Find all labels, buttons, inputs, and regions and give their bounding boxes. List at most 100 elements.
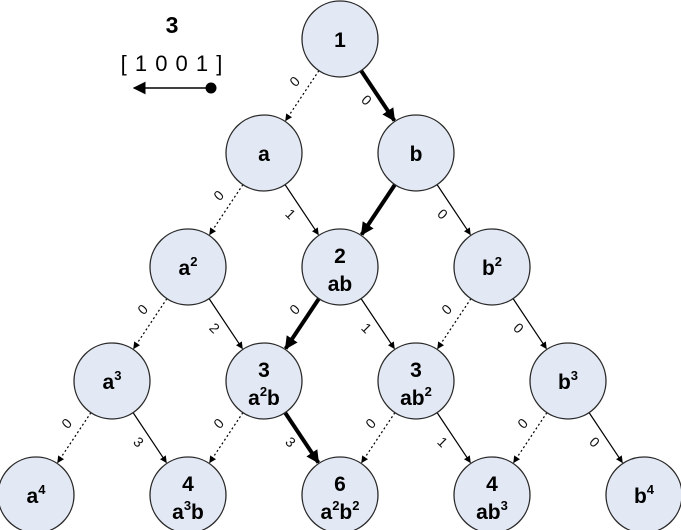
node-term: a2​b xyxy=(248,384,280,410)
node-r4c1: 4a3​b xyxy=(149,456,227,530)
node-circle xyxy=(453,456,531,530)
node-r0c0: 1 xyxy=(301,0,379,78)
term-base: b xyxy=(191,501,204,524)
legend-number: 3 xyxy=(166,12,179,38)
node-circle xyxy=(301,456,379,530)
edge-r3c2-right xyxy=(436,412,471,464)
edge-r3c3-left xyxy=(513,412,548,464)
term-base: b xyxy=(482,257,495,280)
term-base: a xyxy=(248,387,260,410)
edge-r2c0-right-label: 2 xyxy=(206,320,223,337)
edge-r1c0-right-label: 1 xyxy=(282,206,299,223)
edge-r2c1-right-label: 1 xyxy=(358,320,375,337)
edge-r3c2-right-label: 1 xyxy=(434,434,451,451)
node-coefficient: 4 xyxy=(486,473,498,496)
node-circle xyxy=(149,228,227,306)
edge-r0c0-right xyxy=(359,69,397,122)
term-exponent: 3 xyxy=(571,368,578,383)
edge-r0c0-left xyxy=(285,70,320,122)
node-coefficient: 4 xyxy=(182,473,194,496)
node-term: a3​b xyxy=(172,498,204,524)
term-base: ab xyxy=(328,273,353,296)
term-base: ab xyxy=(476,501,501,524)
term-base: a xyxy=(103,371,115,394)
term-base: a xyxy=(321,501,333,524)
edge-r0c0-right-label: 0 xyxy=(358,92,375,109)
term-exponent: 2 xyxy=(190,254,197,269)
edge-r1c0-left-label: 0 xyxy=(210,187,227,204)
term-exponent: 3 xyxy=(184,498,191,513)
term-exponent: 4 xyxy=(38,482,46,497)
edge-r3c0-right xyxy=(132,412,167,464)
node-r1c1: b xyxy=(377,114,455,192)
node-term: a4​ xyxy=(27,482,47,508)
term-exponent: 2 xyxy=(352,498,359,513)
legend-vector: [ 1 0 0 1 ] xyxy=(121,51,224,76)
term-base: b xyxy=(558,371,571,394)
edge-r3c3-left-label: 0 xyxy=(514,415,531,432)
node-r4c4: b4​ xyxy=(605,456,681,530)
term-exponent: 3 xyxy=(114,368,121,383)
node-coefficient: 3 xyxy=(258,359,270,382)
node-coefficient: 1 xyxy=(334,29,346,52)
edge-r1c0-left xyxy=(209,184,244,236)
node-circle xyxy=(529,342,607,420)
edge-r2c0-left xyxy=(133,298,168,350)
node-term: b3​ xyxy=(558,368,578,394)
term-exponent: 3 xyxy=(501,498,508,513)
node-r1c0: a xyxy=(225,114,303,192)
edge-r2c2-left-label: 0 xyxy=(438,301,455,318)
term-exponent: 2 xyxy=(260,384,267,399)
node-circle xyxy=(0,456,75,530)
edge-r3c1-right xyxy=(283,411,321,464)
node-term: ab2​ xyxy=(400,384,432,410)
node-r2c1: 2 ab xyxy=(301,228,379,306)
legend: 3 [ 1 0 0 1 ] xyxy=(121,12,224,95)
node-term: a2​ xyxy=(179,254,198,280)
term-base: b xyxy=(410,143,423,166)
node-circle xyxy=(301,228,379,306)
node-circle xyxy=(73,342,151,420)
node-coefficient: 2 xyxy=(334,245,346,268)
node-term: ab xyxy=(328,273,353,296)
edge-r3c3-right xyxy=(588,412,623,464)
node-coefficient: 3 xyxy=(410,359,422,382)
edge-r2c0-left-label: 0 xyxy=(134,301,151,318)
node-circle xyxy=(377,342,455,420)
node-circle xyxy=(453,228,531,306)
edge-r2c0-right xyxy=(208,298,243,350)
node-term: a3​ xyxy=(103,368,122,394)
edge-r3c0-left-label: 0 xyxy=(58,415,75,432)
edge-r3c0-right-label: 3 xyxy=(130,434,147,451)
edge-r3c1-left-label: 0 xyxy=(210,415,227,432)
node-term: a xyxy=(258,143,270,166)
node-circle xyxy=(605,456,681,530)
term-base: a xyxy=(172,501,184,524)
edge-r3c1-left xyxy=(209,412,244,464)
node-circle xyxy=(301,0,379,78)
edge-r3c1-right-label: 3 xyxy=(282,434,299,451)
edge-r3c3-right-label: 0 xyxy=(586,434,603,451)
node-term: b2​ xyxy=(482,254,502,280)
edge-r2c1-right xyxy=(360,298,395,350)
term-base: a xyxy=(179,257,191,280)
node-term: b xyxy=(410,143,423,166)
term-exponent: 2 xyxy=(495,254,502,269)
edge-r1c0-right xyxy=(284,184,319,236)
legend-dot xyxy=(205,82,217,94)
node-r3c1: 3a2​b xyxy=(225,342,303,420)
node-r3c3: b3​ xyxy=(529,342,607,420)
term-base: a xyxy=(27,485,39,508)
node-circle xyxy=(149,456,227,530)
edge-r1c1-right-label: 0 xyxy=(434,206,451,223)
edge-r2c2-right-label: 0 xyxy=(510,320,527,337)
edge-r3c2-left-label: 0 xyxy=(362,415,379,432)
node-circle xyxy=(377,114,455,192)
term-exponent: 2 xyxy=(332,498,339,513)
edge-r2c2-right xyxy=(512,298,547,350)
node-term: b4​ xyxy=(634,482,655,508)
edge-r3c0-left xyxy=(57,412,92,464)
